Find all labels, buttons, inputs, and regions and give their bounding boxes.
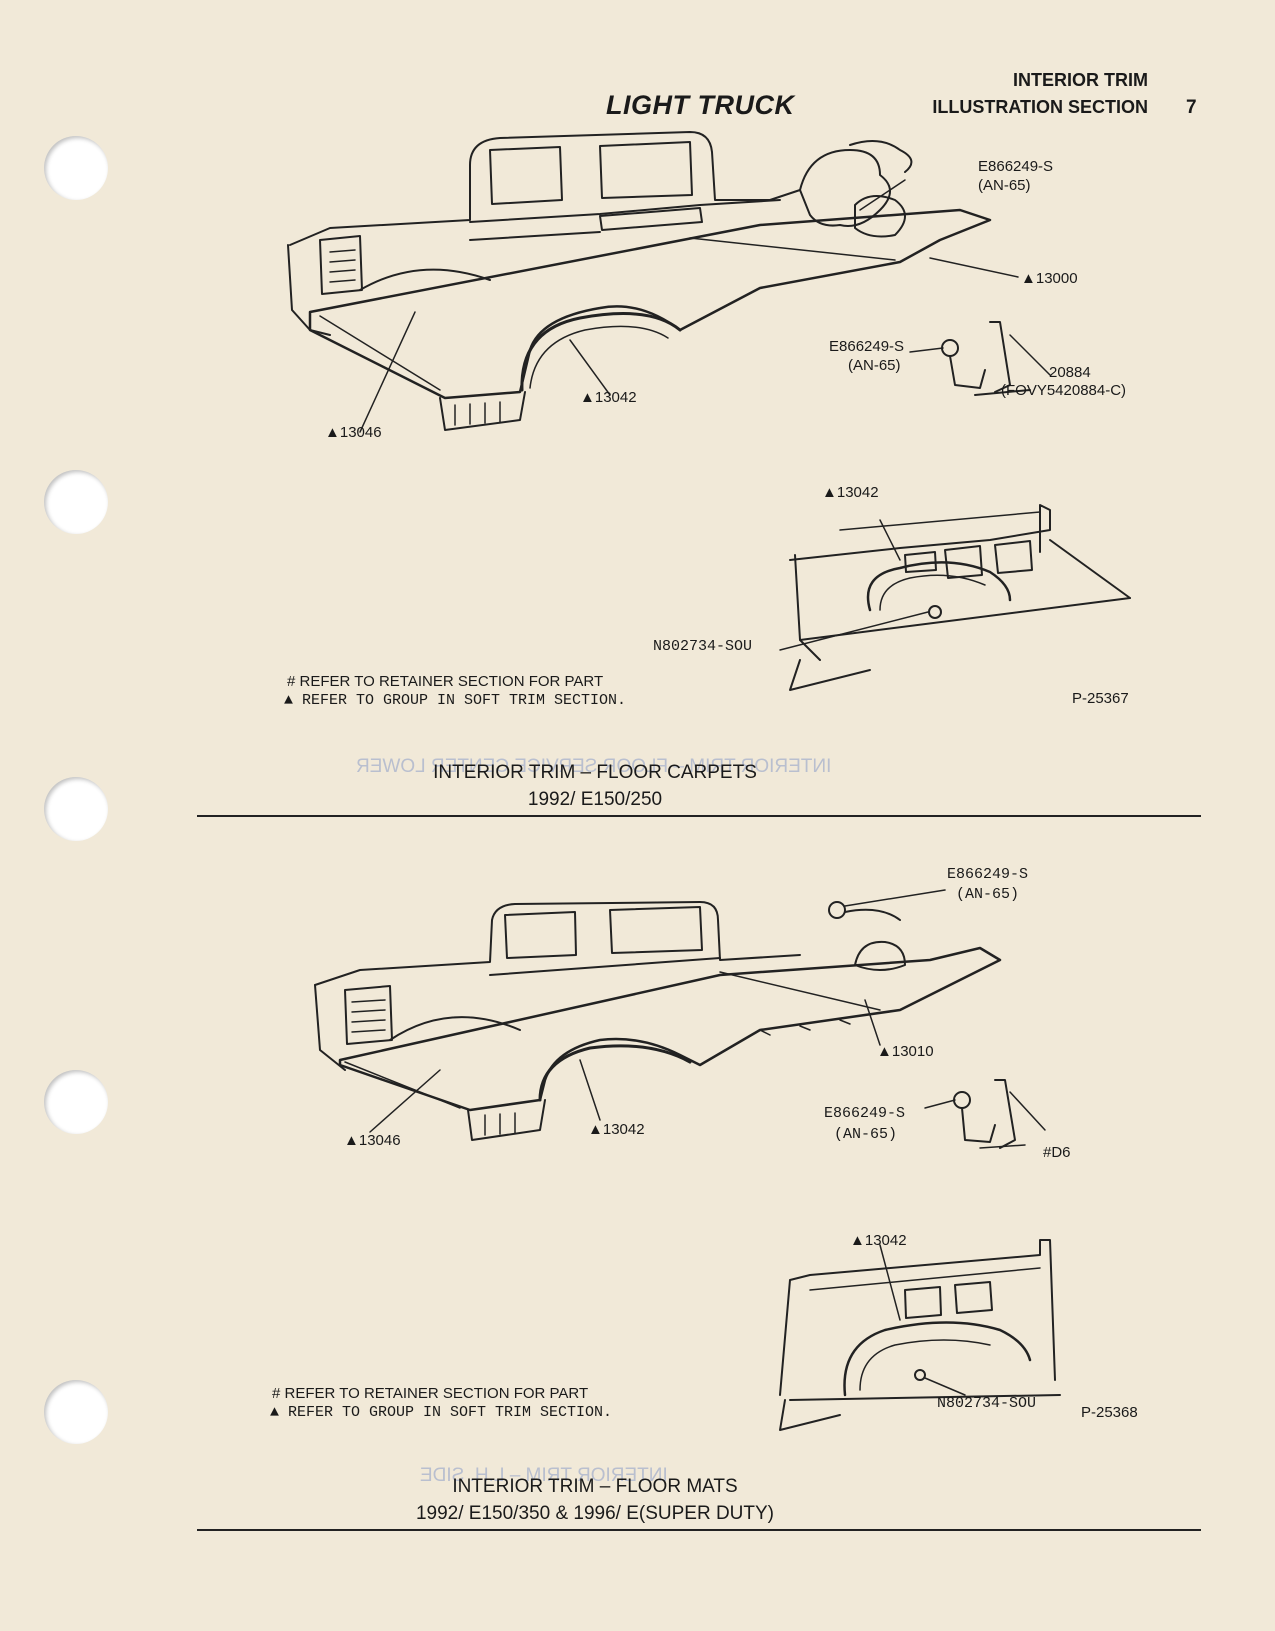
callout-13042: ▲13042	[580, 389, 637, 406]
callout-e866249-s: E866249-S	[947, 866, 1029, 883]
section-subtitle: ILLUSTRATION SECTION	[932, 97, 1148, 117]
binder-hole	[44, 1380, 108, 1444]
section-title: INTERIOR TRIM	[1013, 70, 1148, 90]
callout-13000: ▲13000	[1021, 270, 1078, 287]
callout-an-65: (AN-65)	[956, 886, 1020, 903]
figure-caption-title: INTERIOR TRIM – FLOOR MATS	[452, 1476, 738, 1497]
soft-trim-note: ▲ REFER TO GROUP IN SOFT TRIM SECTION.	[270, 1404, 613, 1421]
figure-caption-subtitle: 1992/ E150/350 & 1996/ E(SUPER DUTY)	[415, 1503, 775, 1524]
callout-13042: ▲13042	[850, 1232, 907, 1249]
callout-13046: ▲13046	[325, 424, 382, 441]
section-divider	[197, 1529, 1201, 1531]
callout-n802734-sou: N802734-SOU	[937, 1395, 1037, 1412]
callout-13042: ▲13042	[588, 1121, 645, 1138]
callout-e866249-s: E866249-S	[978, 158, 1054, 175]
callout-fovy5420884-c: (FOVY5420884-C)	[1001, 382, 1127, 399]
soft-trim-note: ▲ REFER TO GROUP IN SOFT TRIM SECTION.	[284, 692, 627, 709]
figure-caption-title: INTERIOR TRIM – FLOOR CARPETS	[433, 762, 757, 783]
page-number: 7	[1186, 97, 1197, 118]
callout-an-65: (AN-65)	[834, 1126, 898, 1143]
callout-20884: 20884	[1049, 364, 1091, 381]
callout-e866249-s: E866249-S	[829, 338, 905, 355]
retainer-note: # REFER TO RETAINER SECTION FOR PART	[272, 1385, 589, 1402]
callout-13010: ▲13010	[877, 1043, 934, 1060]
callout-e866249-s: E866249-S	[824, 1105, 906, 1122]
binder-hole	[44, 777, 108, 841]
retainer-note: # REFER TO RETAINER SECTION FOR PART	[287, 673, 604, 690]
callout-13046: ▲13046	[344, 1132, 401, 1149]
figure-number: P-25367	[1072, 690, 1129, 707]
figure-number: P-25368	[1081, 1404, 1138, 1421]
callout-an-65: (AN-65)	[848, 357, 901, 374]
callout-n802734-sou: N802734-SOU	[653, 638, 753, 655]
callout-13042: ▲13042	[822, 484, 879, 501]
brand-title: LIGHT TRUCK	[606, 90, 795, 120]
floor-carpets-illustration	[287, 131, 1131, 691]
binder-hole	[44, 470, 108, 534]
figure-caption-subtitle: 1992/ E150/250	[527, 789, 663, 810]
binder-hole	[44, 1070, 108, 1134]
binder-hole	[44, 136, 108, 200]
section-divider	[197, 815, 1201, 817]
callout-d6: #D6	[1043, 1144, 1071, 1161]
callout-an-65: (AN-65)	[978, 177, 1031, 194]
